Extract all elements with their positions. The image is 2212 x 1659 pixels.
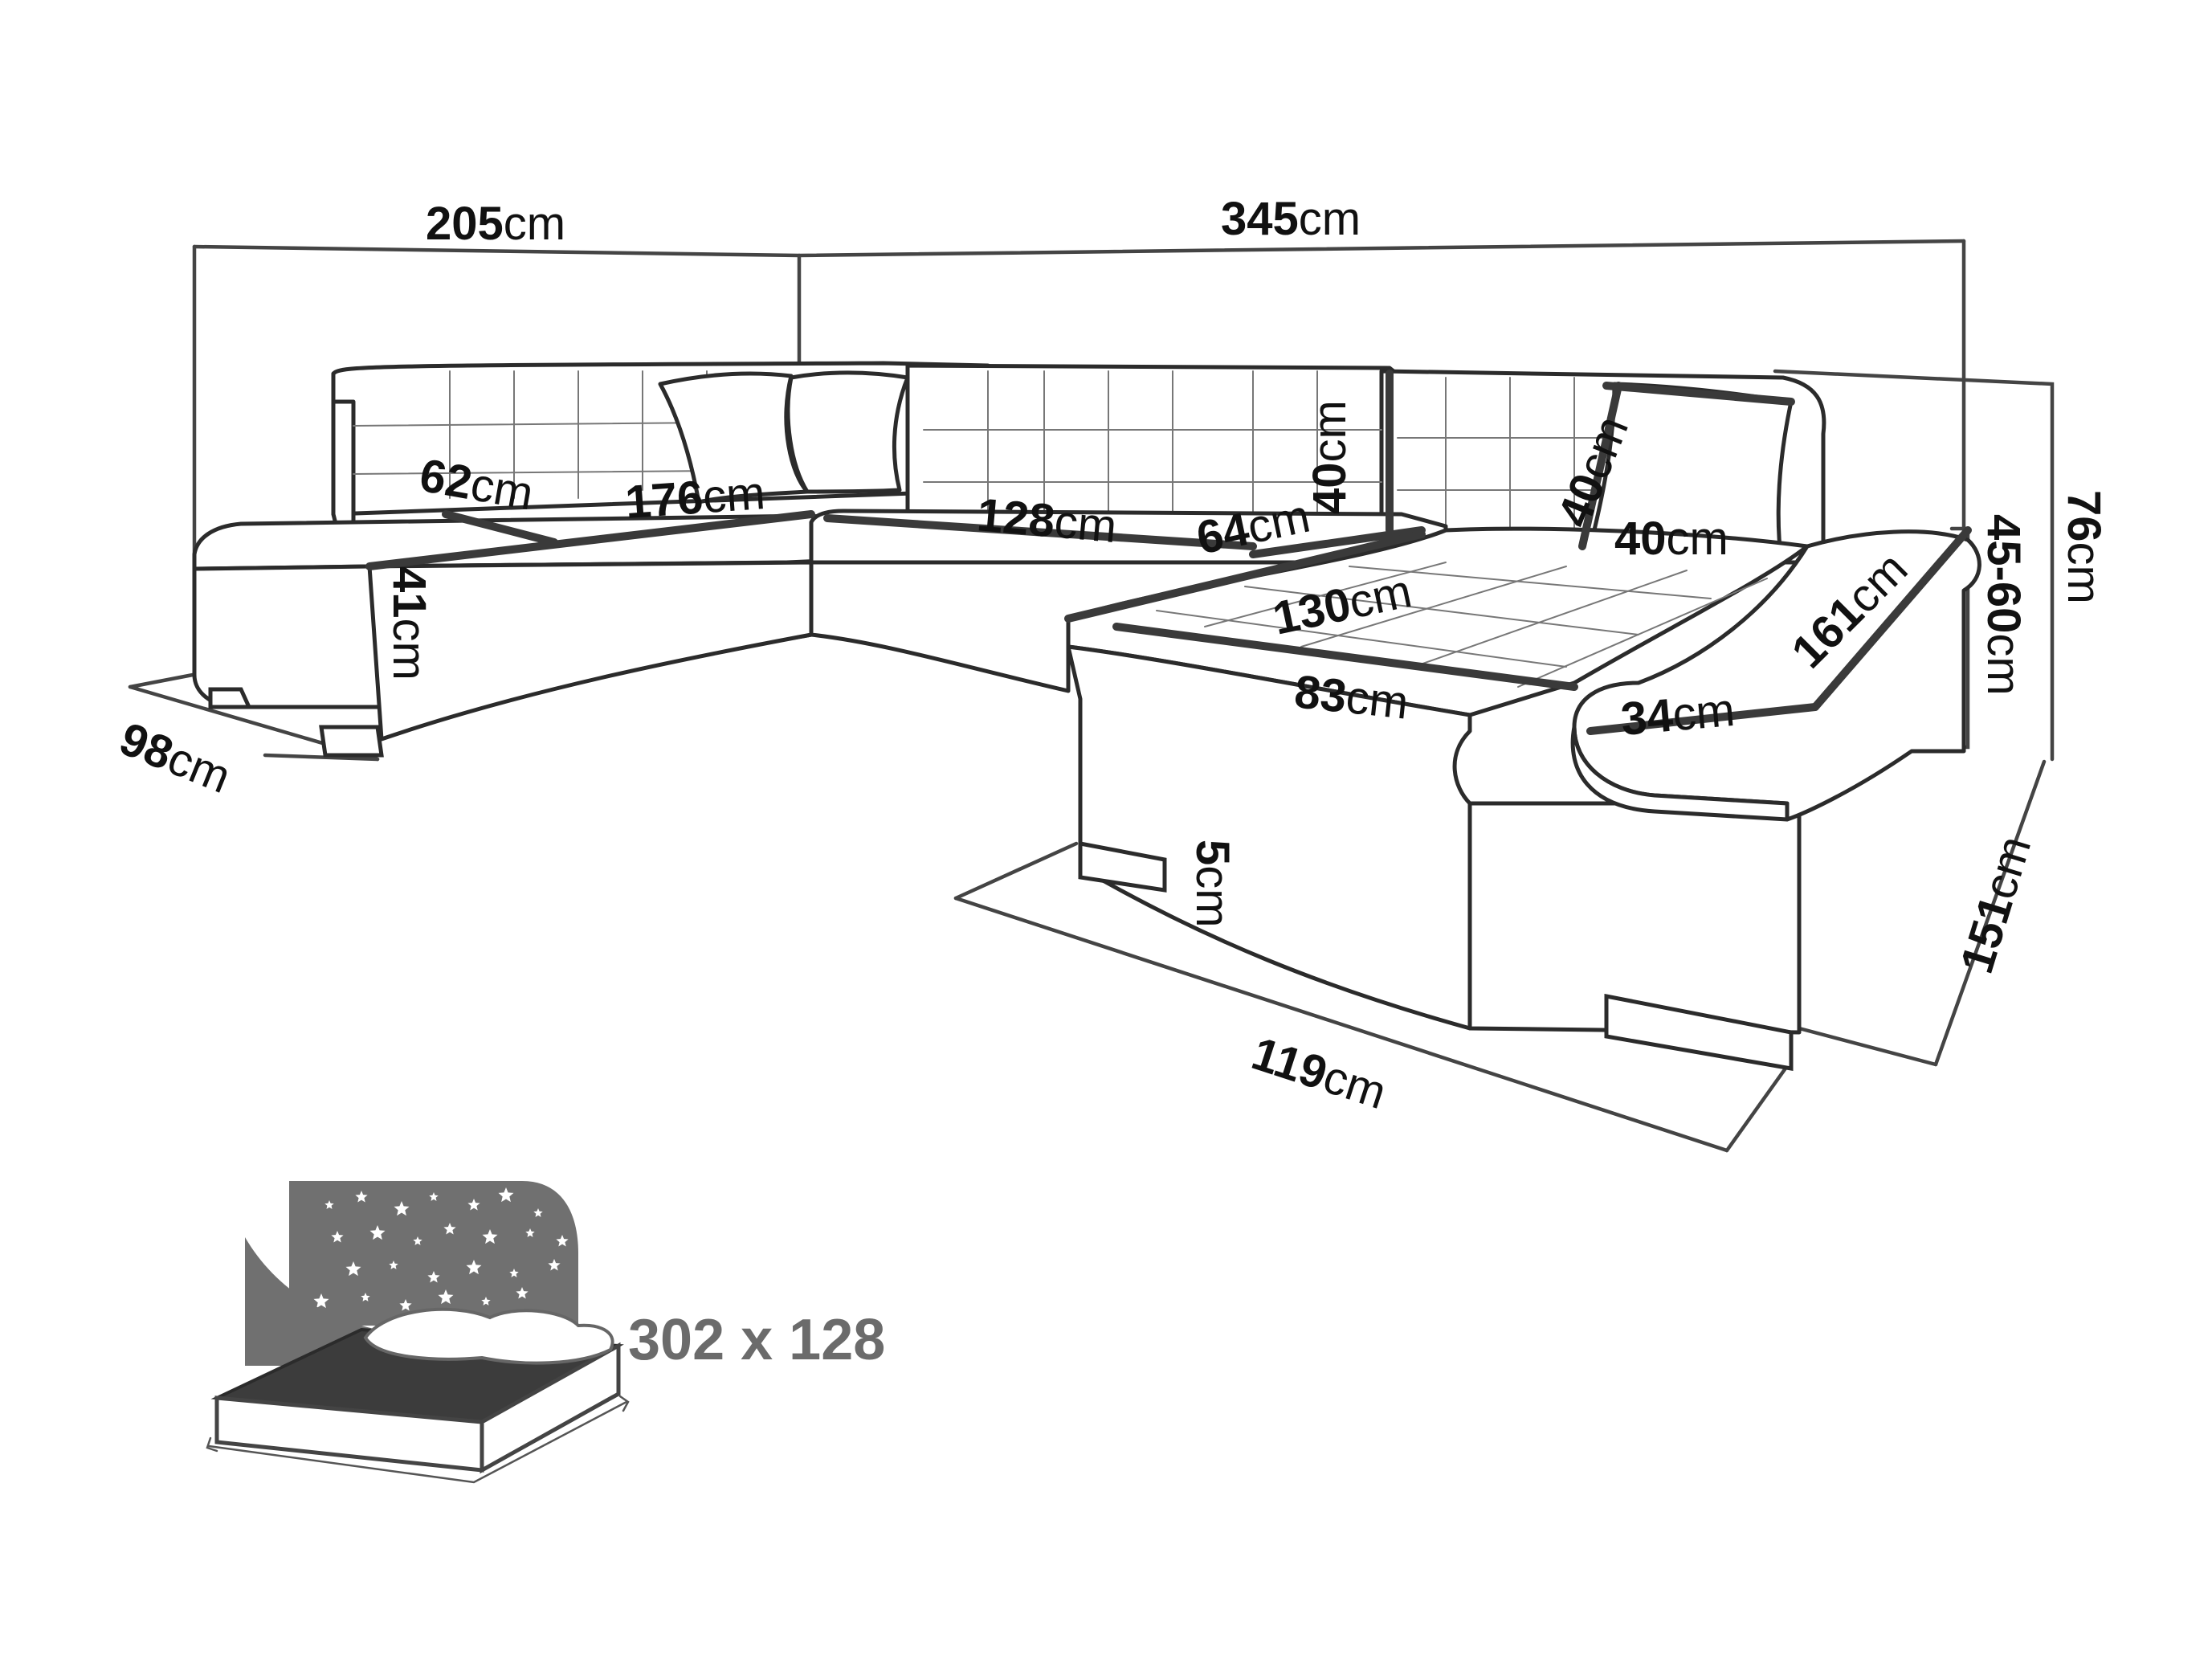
star-icon [548,1259,561,1271]
dimension-value: 345 [1221,193,1299,245]
dimension-label-left-seat-length: 176cm [623,467,766,529]
star-icon [427,1271,440,1283]
star-icon [516,1287,529,1299]
star-icon [324,1200,334,1209]
star-icon [525,1228,535,1237]
dimension-unit: cm [1304,400,1356,462]
dimension-unit: cm [504,198,565,250]
dimension-label-total-right-width: 345cm [1221,193,1361,245]
dimension-value: 76 [2058,490,2110,542]
dimension-value: 205 [426,198,504,250]
dimension-label-chaise-front-width: 119cm [1246,1028,1393,1120]
bed-icon: 302 x 128 [206,1181,885,1484]
star-icon [389,1261,398,1269]
star-icon [467,1199,480,1211]
star-icon [361,1293,370,1301]
star-icon [556,1235,569,1247]
overall-dimension-lines [128,239,2055,1153]
star-icon [429,1192,439,1201]
dimension-value: 128 [975,488,1057,547]
star-icon [533,1208,543,1217]
dimension-label-chaise-depth: 151cm [1950,830,2041,979]
dimension-unit: cm [1977,633,2030,695]
measurement-bars [365,370,1972,735]
star-icon [394,1201,410,1216]
dimension-value: 62 [416,449,476,509]
star-icon [482,1229,498,1244]
star-icon [438,1289,454,1305]
dimension-unit: cm [1243,490,1314,554]
dimension-value: 34 [1618,689,1675,746]
star-icon [413,1236,422,1245]
dimension-value: 151 [1950,889,2022,979]
star-icon [509,1269,519,1277]
dimension-value: 64 [1192,503,1254,565]
dimension-label-left-seat-depth: 62cm [416,449,537,521]
dimension-unit: cm [467,458,537,520]
dimension-label-backrest-height: 40cm [1304,400,1356,514]
dimension-label-armrest-width: 34cm [1618,684,1737,746]
dimension-value: 41 [383,566,435,619]
star-icon [355,1191,368,1203]
dimension-value: 45-60 [1977,514,2030,633]
dimension-label-left-depth: 98cm [112,713,238,803]
dimension-unit: cm [383,619,435,680]
dimension-unit: cm [701,467,767,523]
dimension-label-total-left-width: 205cm [426,198,565,250]
dimension-value: 83 [1292,665,1349,722]
dimension-unit: cm [1186,865,1239,927]
star-icon [369,1225,386,1240]
dimension-unit: cm [1052,496,1119,553]
dimension-label-seat-height: 41cm [383,566,435,680]
dimension-unit: cm [1671,684,1737,741]
star-icon [399,1299,412,1311]
star-icon [331,1231,344,1243]
dimension-label-chaise-seat-depth: 83cm [1292,665,1411,729]
star-icon [345,1261,361,1277]
dimension-label-leg-height: 5cm [1186,840,1239,928]
dimension-unit: cm [1344,671,1411,729]
dimension-value: 40 [1614,513,1667,565]
dimension-value: 176 [623,471,704,529]
dimension-value: 40 [1304,462,1356,514]
star-icon [443,1223,456,1235]
star-icon [498,1187,514,1203]
dimension-unit: cm [2058,542,2110,604]
star-icon [313,1293,329,1309]
dimension-unit: cm [1667,513,1728,565]
dimension-unit: cm [1345,565,1416,629]
star-icon [481,1297,491,1306]
dimension-value: 5 [1186,840,1239,865]
dimension-label-middle-seat-depth: 64cm [1192,490,1314,565]
dimension-label-pillow-width: 40cm [1614,513,1728,565]
star-icon [466,1260,482,1275]
dimension-label-middle-seat-length: 128cm [975,488,1119,553]
dimension-label-total-height: 76cm [2058,490,2110,604]
bed-size-label: 302 x 128 [628,1308,885,1372]
dimension-label-headrest-height: 45-60cm [1977,514,2030,696]
dimension-unit: cm [1299,193,1361,245]
